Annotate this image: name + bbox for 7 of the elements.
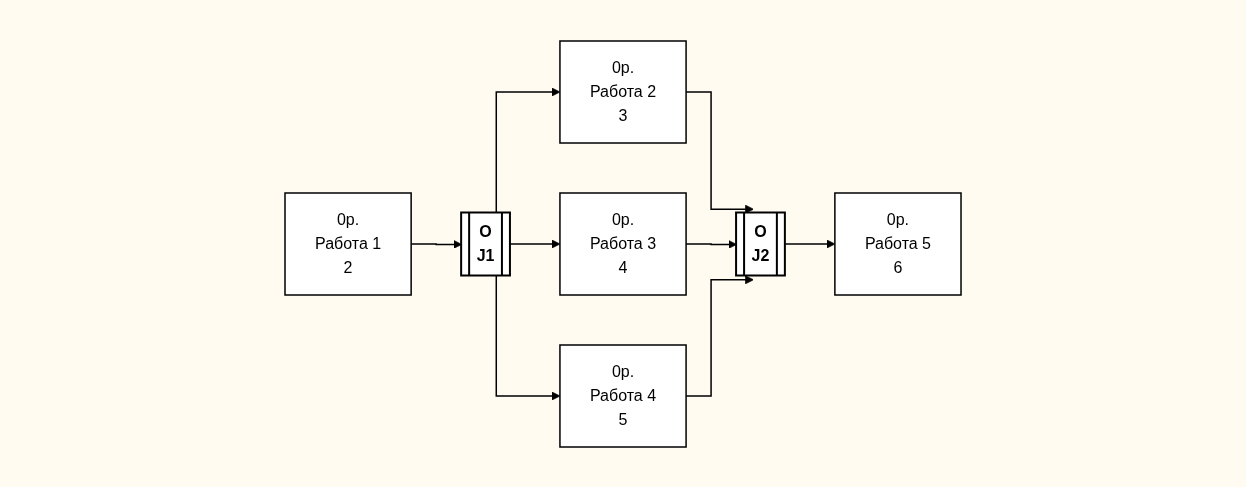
node-box: 0р. Работа 1 2 [284, 191, 412, 296]
node-box: 0р. Работа 4 5 [559, 343, 687, 448]
node-label: J1 [476, 246, 495, 264]
node-box: 0р. Работа 5 6 [834, 191, 962, 296]
node-box: 0р. Работа 3 4 [559, 191, 687, 296]
node-box: 0р. Работа 2 3 [559, 39, 687, 144]
node-label: J2 [751, 246, 770, 264]
